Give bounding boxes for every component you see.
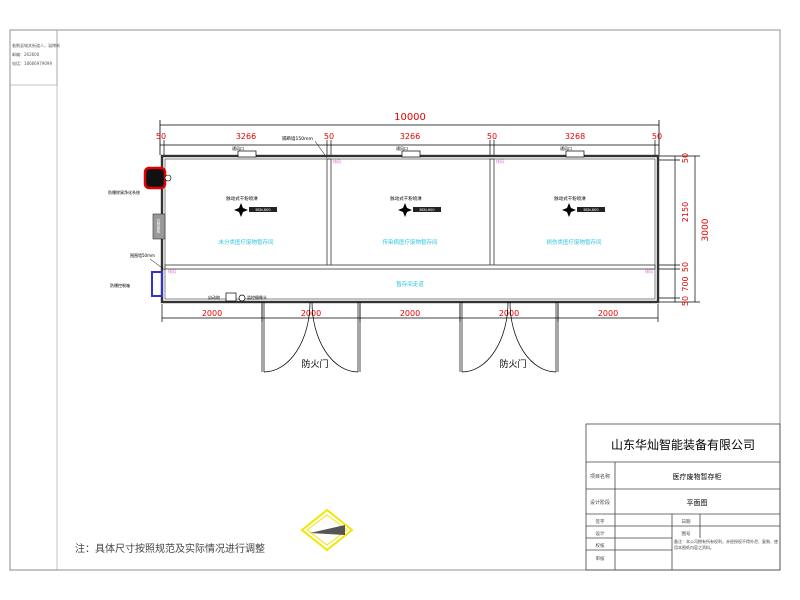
dim-total: 10000 xyxy=(394,112,426,123)
stamp-box xyxy=(9,29,58,86)
deodorizer-unit xyxy=(143,166,167,190)
dim-right-4: 700 xyxy=(681,276,690,291)
drawing-frame xyxy=(56,29,781,571)
fire-door-1 xyxy=(261,301,361,373)
stamp-line-2: 邮编：262600 xyxy=(12,51,40,57)
sprinkler-label-3: 脉动式干粉喷淋 xyxy=(554,195,586,202)
drawing-number-label: 图号 xyxy=(682,531,691,537)
bottom-device-label-1: 自动地 xyxy=(208,294,220,300)
fire-door-label-2: 防火门 xyxy=(499,358,526,370)
control-panel xyxy=(152,213,166,240)
stamp-line-1: 临朐县城关街道人，淄博新 xyxy=(12,42,60,48)
dim-top-3: 50 xyxy=(324,132,334,141)
dim-bottom-4: 2000 xyxy=(499,309,519,318)
dim-right-2: 2150 xyxy=(681,202,690,222)
drawing-name: 平面图 xyxy=(687,499,708,507)
sprinkler-1: 脉动式干粉喷淋 BSN-600 xyxy=(226,195,277,217)
dim-top-7: 50 xyxy=(652,132,662,141)
drawing-label: 设计阶段 xyxy=(590,499,610,506)
left-device-label: 防爆除臭净化系统 xyxy=(108,189,140,195)
project-name: 医疗废物暂存柜 xyxy=(673,472,722,481)
dim-right-total: 3000 xyxy=(701,218,711,241)
right-dimension-chain xyxy=(659,155,700,303)
north-arrow-icon xyxy=(300,508,354,552)
dim-top-4: 3266 xyxy=(400,132,420,141)
dim-bottom-5: 2000 xyxy=(598,309,618,318)
sprinkler-icon xyxy=(398,203,412,217)
corner-mark-1: 排风 xyxy=(333,158,341,164)
sprinkler-tag-1: BSN-600 xyxy=(255,208,270,212)
date-label: 日期 xyxy=(682,519,691,525)
overall-dimension xyxy=(159,120,660,155)
room-label-3: 损伤类医疗废物暂存间 xyxy=(546,238,601,246)
vent-label-2: 通风口 xyxy=(396,145,408,151)
corridor-label: 暂存间走道 xyxy=(396,280,424,288)
row-label-check: 校核 xyxy=(596,542,605,549)
sprinkler-icon xyxy=(562,203,576,217)
vent-label-1: 通风口 xyxy=(232,145,244,151)
corner-mark-4: 排风 xyxy=(645,268,653,274)
note-box: 备注：本公司拥有所有权利，未经授权不得外泄、复制、使用本图纸内容之资料。 xyxy=(674,539,778,550)
left-box-label: 防爆控制箱 xyxy=(110,282,130,288)
fire-door-2 xyxy=(459,301,559,373)
footnote: 注：具体尺寸按照规范及实际情况进行调整 xyxy=(75,542,265,555)
room-label-1: 未分类医疗废物暂存间 xyxy=(218,238,273,246)
sprinkler-icon xyxy=(234,203,248,217)
control-box xyxy=(151,271,163,297)
row-label-design: 设计 xyxy=(596,530,605,537)
sprinkler-tag-3: BSN-600 xyxy=(583,208,598,212)
dim-bottom-3: 2000 xyxy=(400,309,420,318)
fire-door-label-1: 防火门 xyxy=(301,358,328,370)
auto-device-icon xyxy=(225,292,237,302)
camera-icon xyxy=(238,294,246,302)
row-label-sign: 签字 xyxy=(596,518,605,525)
vent-label-3: 通风口 xyxy=(560,145,572,151)
building-walls xyxy=(160,154,660,304)
dim-right-5: 50 xyxy=(681,296,690,306)
control-panel-label: 控制面板 xyxy=(156,218,161,234)
dim-top-2: 3266 xyxy=(236,132,256,141)
top-dimension-chain xyxy=(160,140,659,155)
wall-label: 围围墙50mm xyxy=(130,252,155,258)
project-label: 项目名称 xyxy=(590,473,610,480)
dim-top-5: 50 xyxy=(487,132,497,141)
title-block-note: 备注：本公司拥有所有权利，未经授权不得外泄、复制、使用本图纸内容之资料。 xyxy=(674,539,778,550)
corner-mark-2: 排风 xyxy=(496,158,504,164)
sprinkler-label-1: 脉动式干粉喷淋 xyxy=(226,195,258,202)
sprinkler-2: 脉动式干粉喷淋 BSN-600 xyxy=(390,195,441,217)
dim-right-1: 50 xyxy=(681,153,690,163)
sprinkler-3: 脉动式干粉喷淋 BSN-600 xyxy=(554,195,605,217)
partition-label: 隔断墙150mm xyxy=(282,135,313,142)
sprinkler-label-2: 脉动式干粉喷淋 xyxy=(390,195,422,202)
sprinkler-tag-2: BSN-600 xyxy=(419,208,434,212)
room-label-2: 传染病医疗废物暂存间 xyxy=(382,238,437,246)
company-name: 山东华灿智能装备有限公司 xyxy=(611,437,755,452)
dim-bottom-2: 2000 xyxy=(301,309,321,318)
vents xyxy=(237,150,585,158)
bottom-device-label-2: 监控摄像头 xyxy=(247,294,267,300)
dim-top-1: 50 xyxy=(156,132,166,141)
title-block xyxy=(585,423,781,571)
corner-mark-3: 排风 xyxy=(168,268,176,274)
dim-top-6: 3268 xyxy=(565,132,585,141)
wall-leader xyxy=(149,258,166,271)
dim-right-3: 50 xyxy=(681,262,690,272)
deodorizer-fan-icon xyxy=(164,174,172,182)
row-label-review: 审核 xyxy=(596,555,605,562)
dim-bottom-1: 2000 xyxy=(202,309,222,318)
stamp-line-3: 电话：18666979099 xyxy=(12,60,52,66)
